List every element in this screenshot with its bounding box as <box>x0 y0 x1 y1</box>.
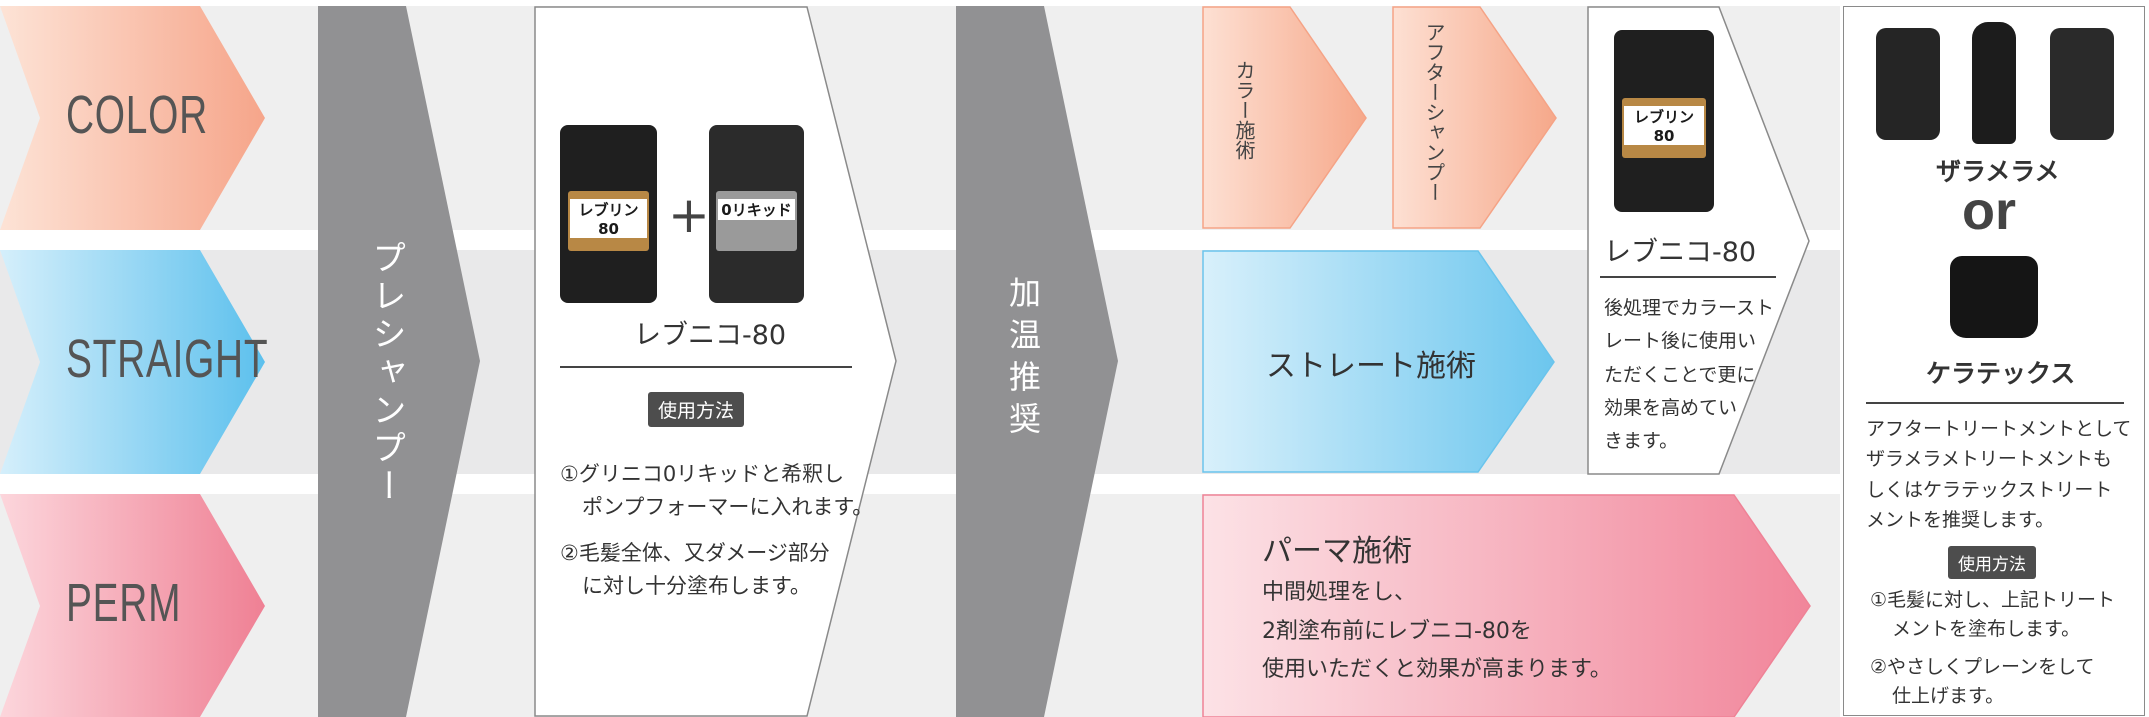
keratex-jar <box>1950 256 2038 338</box>
zarameraame-bottle-2 <box>1972 22 2016 144</box>
heating-label: 加温推奨 <box>1004 276 1042 444</box>
after-product-a-name: ザラメラメ <box>1936 157 2060 186</box>
after-shampoo-arrow <box>1392 6 1557 229</box>
band-straight <box>0 250 1840 474</box>
perm-line: 使用いただくと効果が高まります。 <box>1262 657 1612 682</box>
pack-label-0liquid: 0リキッド <box>718 199 795 220</box>
step1-steps: ①グリニコ0リキッドと希釈し ポンプフォーマーに入れます。 ②毛髪全体、又ダメー… <box>560 458 873 602</box>
step1-step-line: ①グリニコ0リキッドと希釈し <box>560 462 845 486</box>
color-product-note: 後処理でカラースト レート後に使用い ただくことで更に 効果を高めてい きます。 <box>1604 292 1774 458</box>
after-step-line: 仕上げます。 <box>1892 685 2005 708</box>
perm-line: 中間処理をし、 <box>1262 580 1417 605</box>
note-line: きます。 <box>1604 430 1679 452</box>
category-label-perm: PERM <box>66 573 182 633</box>
after-description: アフタートリートメントとして ザラメラメトリートメントも しくはケラテックストリ… <box>1866 414 2131 536</box>
perm-line: 2剤塗布前にレブニコ-80を <box>1262 618 1532 644</box>
step1-step-line: に対し十分塗布します。 <box>582 573 811 598</box>
note-line: レート後に使用い <box>1604 330 1757 353</box>
color-treatment-arrow <box>1202 6 1367 229</box>
after-desc-line: アフタートリートメントとして <box>1866 418 2132 440</box>
step1-panel <box>534 6 897 717</box>
after-or-label: or <box>1962 181 2016 241</box>
color-product-name: レブニコ-80 <box>1604 237 1757 268</box>
step1-product-name: レブニコ-80 <box>634 320 787 351</box>
pre-shampoo-arrow <box>318 6 480 717</box>
category-label-straight: STRAIGHT <box>66 329 269 389</box>
zarameraame-bottle-1 <box>1876 28 1940 140</box>
step1-step-line: ポンプフォーマーに入れます。 <box>582 494 874 519</box>
plus-sign: + <box>668 186 710 244</box>
after-product-b-name: ケラテックス <box>1926 359 2076 388</box>
note-line: ただくことで更に <box>1604 363 1756 386</box>
step1-divider <box>560 366 852 368</box>
after-desc-line: しくはケラテックストリート <box>1866 478 2113 501</box>
pre-shampoo-label: プレシャンプー <box>366 240 406 506</box>
step1-usage-badge-wrap: 使用方法 <box>648 392 745 427</box>
after-step-line: ①毛髪に対し、上記トリート <box>1870 589 2116 611</box>
after-usage-badge-wrap: 使用方法 <box>1948 546 2036 579</box>
step1-step-line: ②毛髪全体、又ダメージ部分 <box>560 541 830 566</box>
category-arrow-perm <box>0 494 265 717</box>
pack-label-reblin80: レブリン80 <box>570 199 647 238</box>
zarameraame-bottle-3 <box>2050 28 2114 140</box>
category-arrow-color <box>0 6 265 230</box>
after-usage-badge: 使用方法 <box>1948 546 2036 579</box>
product-pack-reblin80: レブリン80 <box>560 125 657 303</box>
after-desc-line: ザラメラメトリートメントも <box>1866 448 2112 471</box>
step1-usage-badge: 使用方法 <box>648 392 745 427</box>
after-steps: ①毛髪に対し、上記トリート メントを塗布します。 ②やさしくプレーンをして 仕上… <box>1870 586 2115 712</box>
perm-treatment-title: パーマ施術 <box>1262 534 1412 569</box>
category-arrow-straight <box>0 250 265 474</box>
after-desc-line: メントを推奨します。 <box>1866 509 2055 532</box>
product-pack-reblin80-small: レブリン80 <box>1614 30 1714 212</box>
product-pack-0liquid: 0リキッド <box>709 125 804 303</box>
note-line: 効果を高めてい <box>1604 396 1738 419</box>
perm-treatment-text: 中間処理をし、 2剤塗布前にレブニコ-80を 使用いただくと効果が高まります。 <box>1262 574 1612 690</box>
pack-label-reblin80-small: レブリン80 <box>1624 106 1704 145</box>
band-color <box>0 6 1840 230</box>
color-product-divider <box>1600 276 1776 278</box>
heating-arrow <box>956 6 1118 717</box>
category-label-color: COLOR <box>66 85 208 145</box>
after-step-line: ②やさしくプレーンをして <box>1870 655 2095 678</box>
after-shampoo-label: アフターシャンプー <box>1422 22 1446 202</box>
perm-treatment-arrow <box>1202 494 1811 717</box>
after-divider <box>1866 402 2124 404</box>
note-line: 後処理でカラースト <box>1604 297 1775 319</box>
color-treatment-label: カラー施術 <box>1232 60 1256 160</box>
straight-treatment-label: ストレート施術 <box>1266 349 1476 384</box>
straight-treatment-arrow <box>1202 250 1555 473</box>
after-step-line: メントを塗布します。 <box>1892 618 2081 641</box>
